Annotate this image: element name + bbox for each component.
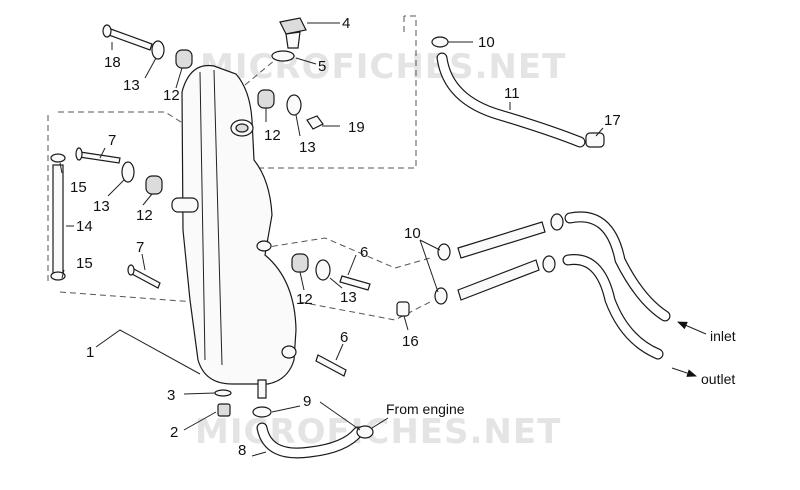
filler-cap [279,17,307,49]
callout-7-top: 7 [108,132,116,149]
callout-13-right: 13 [299,139,316,156]
washer-13-right [286,94,302,116]
grommet-12-left [145,175,163,195]
callout-12-left: 12 [136,207,153,224]
oil-hose-lower [434,254,664,360]
leader-lines [59,22,707,457]
washer-13-lower [315,259,331,281]
callout-13-lower: 13 [340,289,357,306]
callout-19: 19 [348,119,365,136]
callout-1: 1 [86,344,94,361]
callout-13-left: 13 [93,198,110,215]
callout-5: 5 [318,58,326,75]
nut-19 [306,115,324,130]
grommet-12-right [257,89,275,109]
callout-9: 9 [303,393,311,410]
grommet-12-lower [291,253,309,273]
callout-6-upper: 6 [360,244,368,261]
oil-hose-upper [437,211,671,322]
clip-10-lower [434,287,448,305]
callout-12-right: 12 [264,127,281,144]
washer-3 [214,389,232,397]
screw-7-bottom [127,264,161,289]
oil-tank [171,64,297,399]
screw-7-top [75,147,121,164]
callout-11: 11 [504,85,520,102]
callout-18: 18 [104,54,121,71]
label-outlet: outlet [701,371,735,387]
clip-9-engine-side [356,425,374,439]
screw-6-upper [339,275,371,291]
breather-hose-11 [436,52,586,148]
hose-8 [256,422,364,459]
label-inlet: inlet [710,328,736,344]
clip-15-top [50,153,66,163]
watermark-bottom: MICROFICHES.NET [195,412,561,452]
label-from-engine: From engine [386,401,465,417]
screw-18 [102,24,153,51]
callout-15-bottom: 15 [76,255,93,272]
callout-13-top: 13 [123,77,140,94]
watermark-top: MICROFICHES.NET [200,47,566,87]
clip-9 [252,406,272,418]
callout-12-lower: 12 [296,291,313,308]
tank-outlet-spigot [257,379,267,399]
washer-13-top [151,40,165,60]
callout-14: 14 [76,218,93,235]
o-ring [271,50,295,62]
drain-plug-2 [217,403,231,417]
cap-17 [585,132,605,148]
callout-10-hoses: 10 [404,225,421,242]
callout-15-top: 15 [70,179,87,196]
callout-17: 17 [604,112,621,129]
callout-10-top: 10 [478,34,495,51]
callout-16: 16 [402,333,419,350]
clip-15-bottom [50,271,66,281]
grommet-12-top [175,49,193,69]
callout-7-bottom: 7 [136,239,144,256]
tube-14 [52,164,64,276]
callout-8: 8 [238,442,246,459]
spacer-16 [396,301,410,317]
clip-10-upper [437,243,451,261]
clip-10-top [431,36,449,48]
washer-13-left [121,161,135,183]
screw-6-lower [315,354,347,377]
callout-6-lower: 6 [340,329,348,346]
callout-4: 4 [342,15,350,32]
callout-2: 2 [170,424,178,441]
callout-3: 3 [167,387,175,404]
callout-12-top: 12 [163,87,180,104]
